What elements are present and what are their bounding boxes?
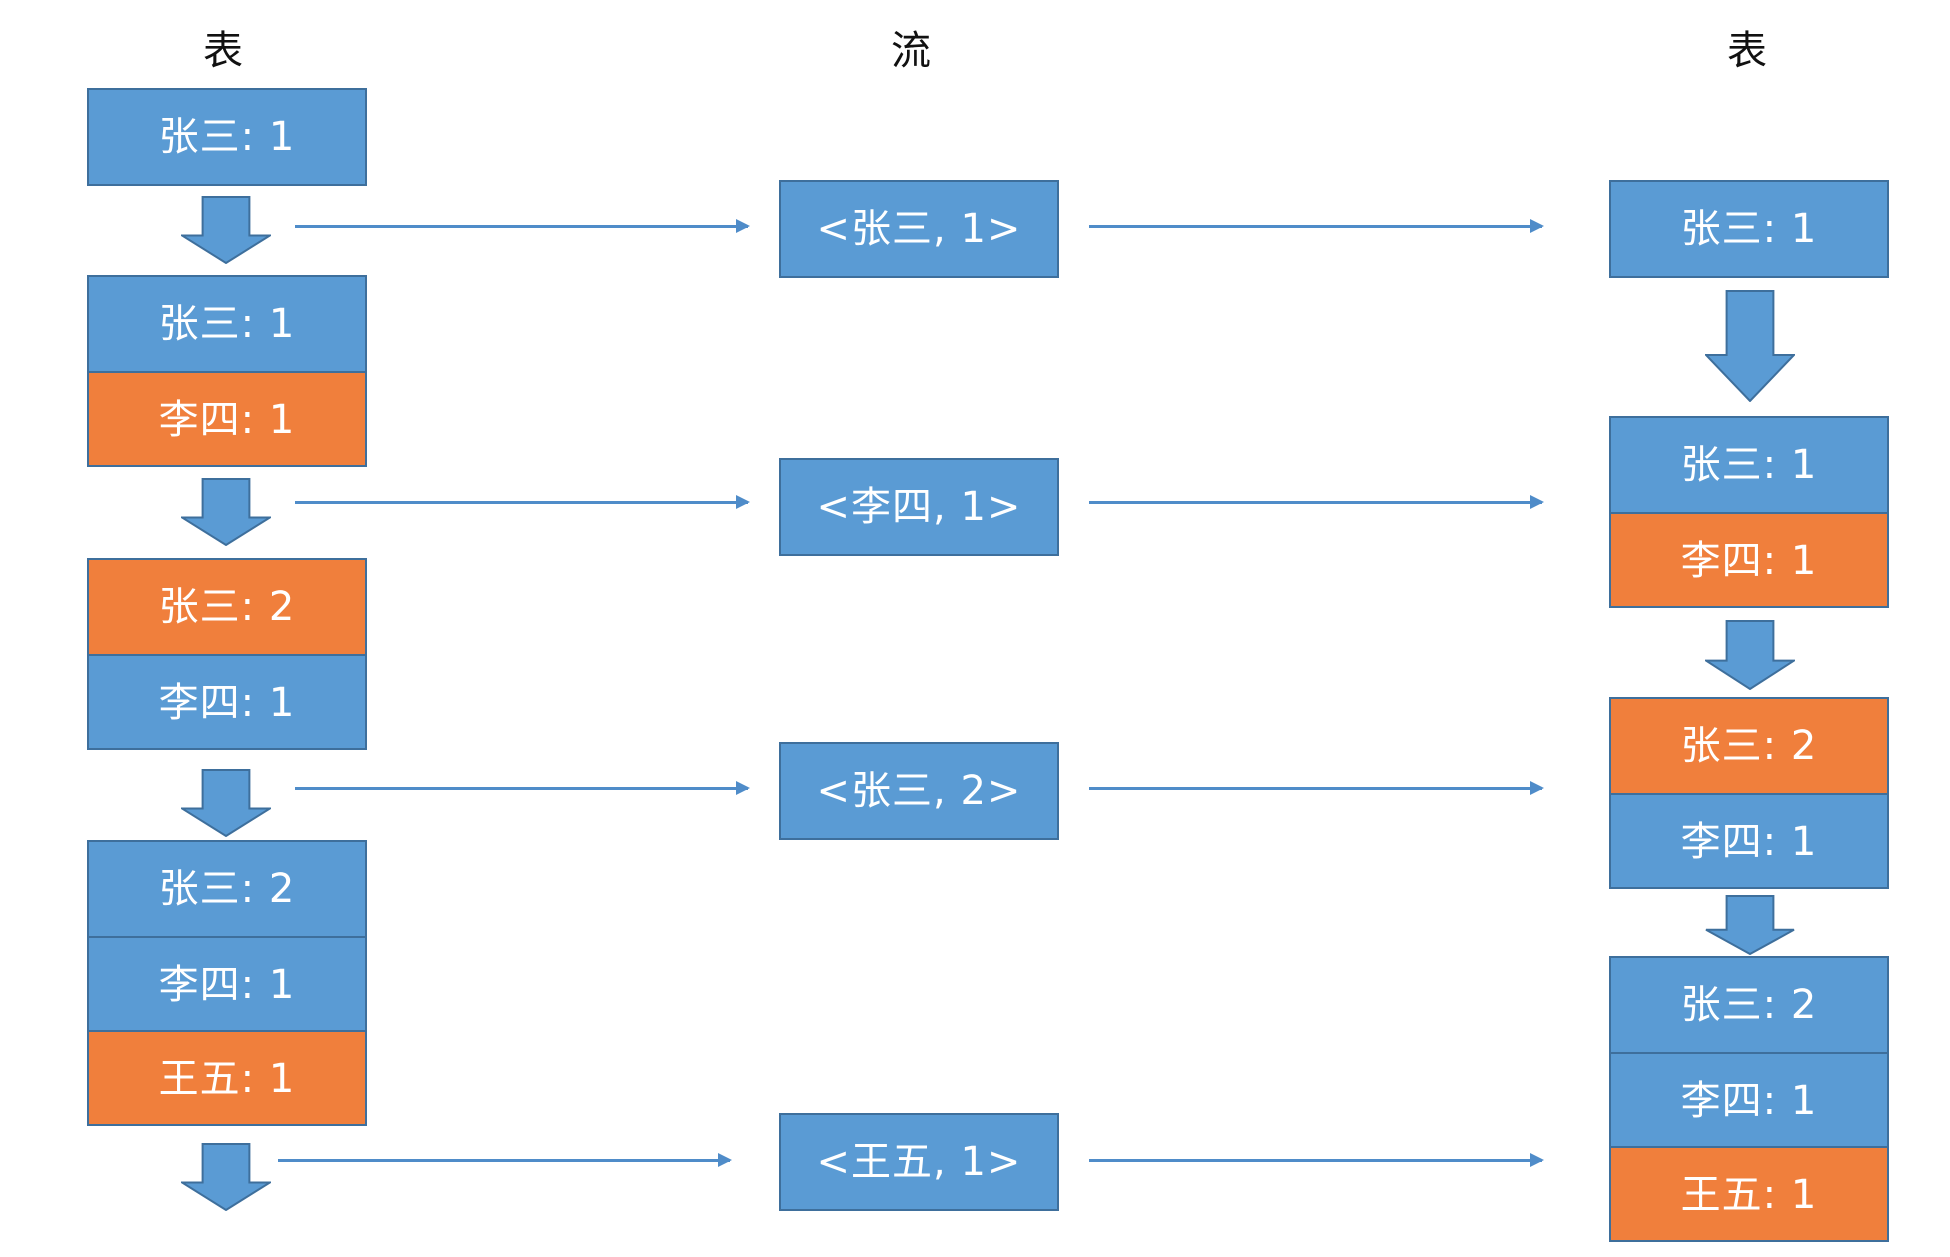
right-table-state-1: 张三: 1 <box>1609 180 1889 278</box>
table-to-stream-arrow <box>295 781 750 795</box>
table-cell: 张三: 2 <box>1611 699 1887 793</box>
table-cell: 李四: 1 <box>89 936 365 1030</box>
table-to-stream-arrow <box>278 1153 732 1167</box>
stream-event-label: <张三, 2> <box>781 744 1057 838</box>
table-cell: 李四: 1 <box>1611 1052 1887 1146</box>
table-cell: 张三: 2 <box>89 560 365 654</box>
left-table-state-1: 张三: 1 <box>87 88 367 186</box>
stream-event-1: <张三, 1> <box>779 180 1059 278</box>
left-down-arrow-icon <box>181 196 271 264</box>
stream-to-table-arrow <box>1089 1153 1544 1167</box>
stream-event-label: <张三, 1> <box>781 182 1057 276</box>
table-cell: 李四: 1 <box>89 371 365 465</box>
table-to-stream-arrow <box>295 495 750 509</box>
middle-column-header: 流 <box>891 28 931 74</box>
table-to-stream-arrow <box>295 219 750 233</box>
stream-event-label: <王五, 1> <box>781 1115 1057 1209</box>
table-cell: 张三: 1 <box>1611 418 1887 512</box>
table-cell: 张三: 2 <box>1611 958 1887 1052</box>
right-down-arrow-icon <box>1705 290 1795 402</box>
table-cell: 王五: 1 <box>1611 1146 1887 1240</box>
table-cell: 李四: 1 <box>1611 512 1887 606</box>
stream-event-2: <李四, 1> <box>779 458 1059 556</box>
stream-event-label: <李四, 1> <box>781 460 1057 554</box>
table-cell: 李四: 1 <box>1611 793 1887 887</box>
stream-to-table-arrow <box>1089 495 1544 509</box>
right-column-header: 表 <box>1727 28 1767 74</box>
left-down-arrow-icon <box>181 478 271 546</box>
stream-event-3: <张三, 2> <box>779 742 1059 840</box>
stream-event-4: <王五, 1> <box>779 1113 1059 1211</box>
table-cell: 张三: 1 <box>89 90 365 184</box>
stream-to-table-arrow <box>1089 781 1544 795</box>
table-cell: 王五: 1 <box>89 1030 365 1124</box>
left-down-arrow-icon <box>181 769 271 837</box>
left-column-header: 表 <box>203 28 243 74</box>
stream-to-table-arrow <box>1089 219 1544 233</box>
table-cell: 张三: 1 <box>1611 182 1887 276</box>
table-cell: 李四: 1 <box>89 654 365 748</box>
left-down-arrow-icon <box>181 1143 271 1211</box>
table-cell: 张三: 2 <box>89 842 365 936</box>
table-cell: 张三: 1 <box>89 277 365 371</box>
right-down-arrow-icon <box>1705 620 1795 690</box>
right-down-arrow-icon <box>1705 895 1795 955</box>
